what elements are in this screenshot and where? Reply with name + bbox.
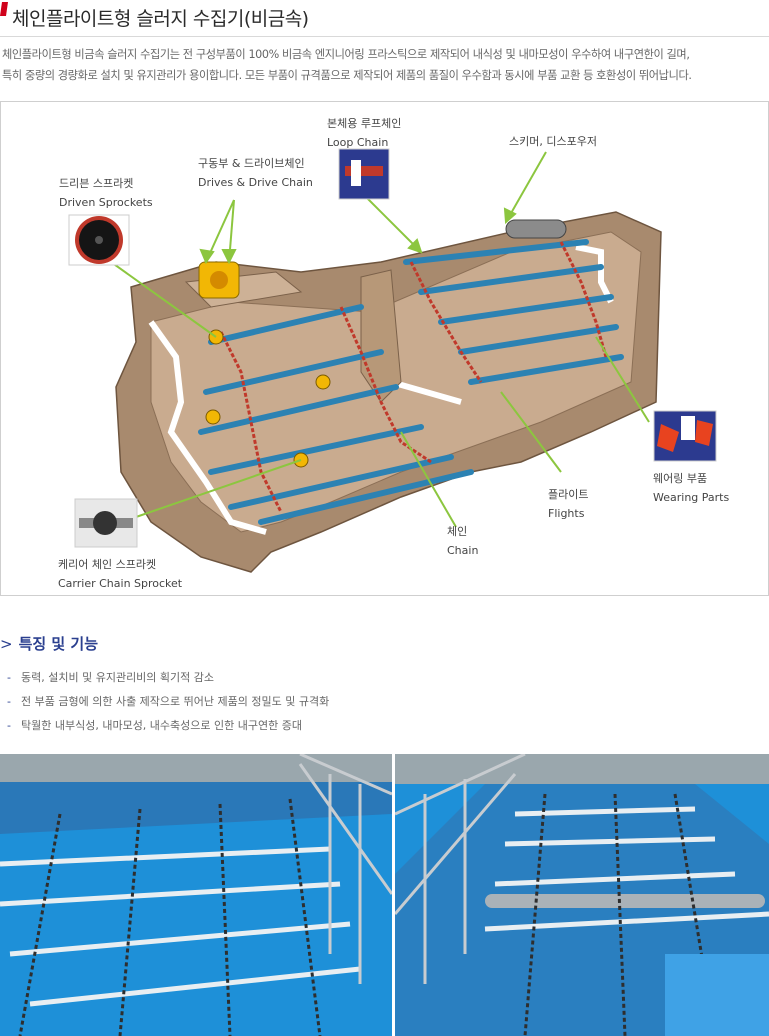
flights-and-chains (198, 219, 624, 525)
chevron-right-icon: > (0, 635, 13, 653)
list-item: -탁월한 내부식성, 내마모성, 내수축성으로 인한 내구연한 증대 (7, 716, 329, 740)
loop-chain-thumb (338, 148, 390, 200)
label-loop-chain: 본체용 루프체인 Loop Chain (327, 117, 402, 149)
driven-sprocket-thumb (68, 214, 130, 266)
features-heading: >특징 및 기능 (0, 635, 99, 653)
description-line-2: 특히 중량의 경량화로 설치 및 유지관리가 용이합니다. 모든 부품이 규격품… (2, 69, 692, 82)
label-carrier-sprocket: 케리어 체인 스프라켓 Carrier Chain Sprocket (58, 558, 183, 590)
title-marker-icon (0, 2, 8, 16)
dash-icon: - (7, 719, 11, 732)
title-divider (0, 36, 769, 37)
wearing-parts-thumb (653, 410, 717, 462)
label-flights: 플라이트 Flights (548, 488, 589, 520)
carrier-sprocket-thumb (74, 498, 138, 548)
sludge-collector-diagram: 드리븐 스프라켓 Driven Sprockets 구동부 & 드라이브체인 D… (0, 101, 769, 596)
dash-icon: - (7, 671, 11, 684)
page-title: 체인플라이트형 슬러지 수집기(비금속) (12, 8, 309, 30)
list-item: -동력, 설치비 및 유지관리비의 획기적 감소 (7, 668, 329, 692)
label-driven-sprockets: 드리븐 스프라켓 Driven Sprockets (59, 177, 153, 209)
component-thumbnails (68, 148, 717, 548)
leader-lines (96, 151, 650, 528)
label-drives: 구동부 & 드라이브체인 Drives & Drive Chain (198, 157, 313, 189)
label-skimmer: 스키머, 디스포우저 (509, 135, 597, 148)
product-description: 체인플라이트형 비금속 슬러지 수집기는 전 구성부품이 100% 비금속 엔지… (2, 44, 767, 86)
label-chain: 체인 Chain (447, 525, 479, 557)
label-wearing-parts: 웨어링 부품 Wearing Parts (653, 472, 730, 504)
description-line-1: 체인플라이트형 비금속 슬러지 수집기는 전 구성부품이 100% 비금속 엔지… (2, 48, 690, 61)
dash-icon: - (7, 695, 11, 708)
installation-photo-right (395, 754, 769, 1036)
installation-photo-left (0, 754, 392, 1036)
list-item: -전 부품 금형에 의한 사출 제작으로 뛰어난 제품의 정밀도 및 규격화 (7, 692, 329, 716)
features-list: -동력, 설치비 및 유지관리비의 획기적 감소 -전 부품 금형에 의한 사출… (7, 668, 329, 740)
